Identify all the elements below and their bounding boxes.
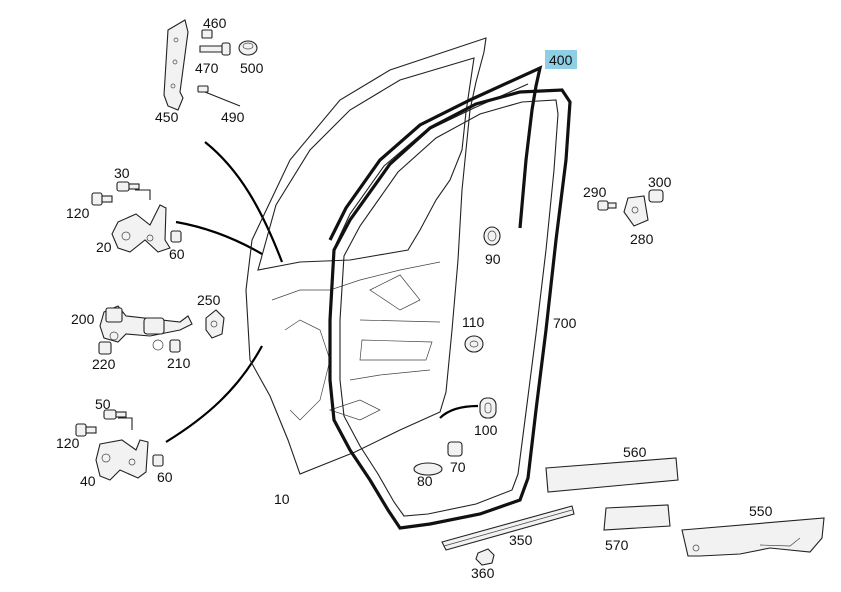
arrow-100-to-door <box>439 404 479 419</box>
insulation-pad-570 <box>603 504 671 531</box>
callout-60a: 60 <box>169 246 185 262</box>
callout-120b: 120 <box>56 435 80 451</box>
cap-60b <box>152 454 164 467</box>
callout-210: 210 <box>167 355 191 371</box>
callout-570: 570 <box>605 537 629 553</box>
bolt-210 <box>169 339 181 353</box>
callout-80: 80 <box>417 473 433 489</box>
callout-120a: 120 <box>66 205 90 221</box>
callout-500: 500 <box>240 60 264 76</box>
insulation-pad-560 <box>545 457 679 493</box>
plug-70 <box>447 441 463 457</box>
callout-400: 400 <box>549 52 573 68</box>
callout-470: 470 <box>195 60 219 76</box>
nut-220 <box>98 341 112 355</box>
plug-300 <box>648 189 664 203</box>
arrow-hinge-upper <box>175 220 263 255</box>
arrow-450-to-door <box>204 141 284 263</box>
callout-700: 700 <box>553 315 577 331</box>
upper-hinge-20 <box>111 189 171 253</box>
pin-490 <box>197 85 241 107</box>
window-seal-400 <box>328 65 543 245</box>
door-check-200 <box>99 305 193 351</box>
callout-300: 300 <box>648 174 672 190</box>
callout-110: 110 <box>462 314 485 330</box>
arrow-hinge-lower <box>165 345 263 443</box>
callout-100: 100 <box>474 422 498 438</box>
lower-hinge-40 <box>95 417 149 481</box>
callout-250: 250 <box>197 292 221 308</box>
callout-220: 220 <box>92 356 116 372</box>
callout-550: 550 <box>749 503 773 519</box>
callout-280: 280 <box>630 231 654 247</box>
plate-280 <box>623 195 649 227</box>
callout-90: 90 <box>485 251 501 267</box>
callout-50: 50 <box>95 396 111 412</box>
callout-560: 560 <box>623 444 647 460</box>
callout-30: 30 <box>114 165 130 181</box>
callout-490: 490 <box>221 109 245 125</box>
callout-450: 450 <box>155 109 179 125</box>
callout-350: 350 <box>509 532 533 548</box>
door-shell-10 <box>245 37 487 475</box>
callout-460: 460 <box>203 15 227 31</box>
bolt-460 <box>201 29 213 39</box>
callout-290: 290 <box>583 184 607 200</box>
callout-360: 360 <box>471 565 495 581</box>
bolt-470 <box>199 42 231 56</box>
bolt-120b <box>75 423 97 437</box>
hinge-cover-450 <box>163 19 189 111</box>
callout-400-highlight <box>545 50 577 69</box>
callout-200: 200 <box>71 311 95 327</box>
grommet-100 <box>479 397 497 419</box>
callout-20: 20 <box>96 239 112 255</box>
clip-250 <box>205 309 225 339</box>
bolt-50 <box>103 409 127 420</box>
callout-40: 40 <box>80 473 96 489</box>
nut-360 <box>475 548 495 566</box>
insulation-pad-550 <box>681 517 825 557</box>
bolt-30 <box>116 181 140 192</box>
cap-60a <box>170 230 182 243</box>
plug-500 <box>238 40 258 56</box>
callout-60b: 60 <box>157 469 173 485</box>
screw-290 <box>597 200 617 211</box>
callout-70: 70 <box>450 459 466 475</box>
grommet-110 <box>464 335 484 353</box>
bolt-120a <box>91 192 113 206</box>
callout-10: 10 <box>274 491 290 507</box>
door-seal-700 <box>328 88 572 530</box>
grommet-90 <box>483 226 501 246</box>
pad-80 <box>413 462 443 476</box>
sill-strip-350 <box>441 505 575 551</box>
